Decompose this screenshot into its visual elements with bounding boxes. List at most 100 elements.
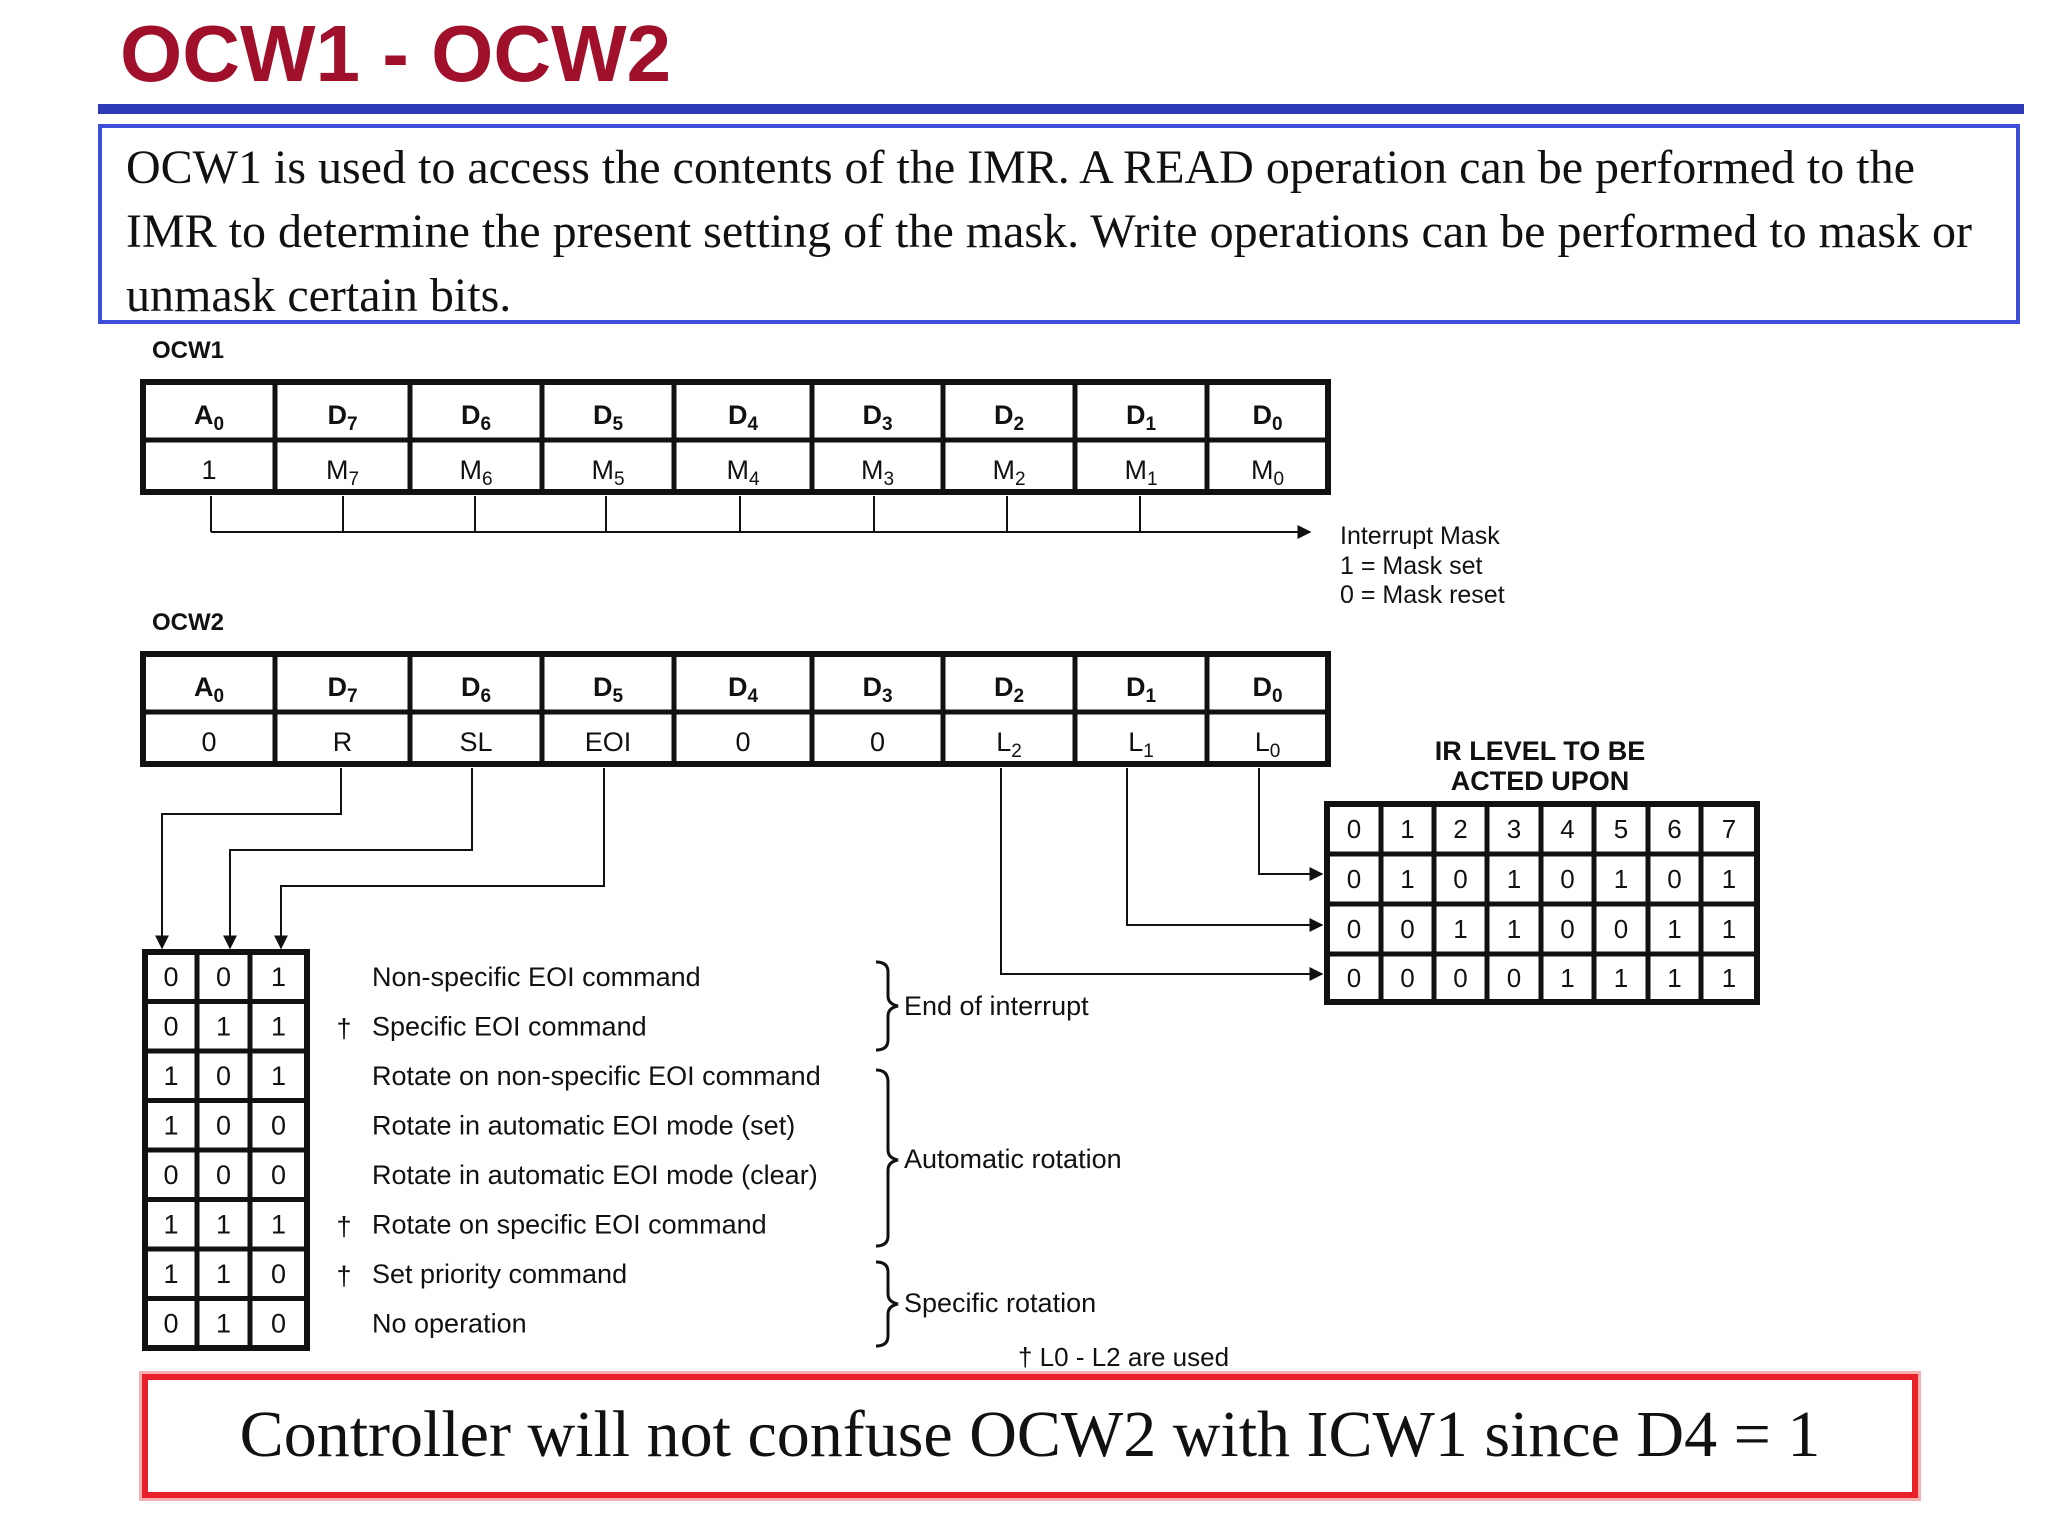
ocw2-value-4: 0 — [735, 727, 750, 757]
command-bit-cell: 0 — [271, 1259, 286, 1289]
command-label: Specific EOI command — [372, 1011, 647, 1041]
command-bit-cell: 0 — [216, 962, 231, 992]
ocw2-value-7: L1 — [1128, 727, 1154, 762]
group-brackets — [875, 960, 899, 1348]
ocw1-header-d5: D5 — [593, 400, 624, 435]
ir-level-cell: 0 — [1347, 864, 1361, 894]
ir-level-cell: 1 — [1453, 914, 1467, 944]
ir-level-cell: 0 — [1560, 914, 1574, 944]
ocw2-header-d4: D4 — [728, 672, 759, 707]
ir-level-cell: 0 — [1667, 864, 1681, 894]
command-bit-cell: 1 — [163, 1061, 178, 1091]
ocw1-header-d1: D1 — [1126, 400, 1157, 435]
ir-level-cell: 1 — [1614, 864, 1628, 894]
command-bit-cell: 0 — [271, 1160, 286, 1190]
command-bit-cell: 0 — [163, 1308, 178, 1338]
ocw1-header-d2: D2 — [994, 400, 1024, 435]
ir-level-cell: 1 — [1507, 864, 1521, 894]
ir-level-cell: 4 — [1560, 814, 1574, 844]
ocw1-label: OCW1 — [152, 337, 224, 364]
ir-level-cell: 1 — [1400, 814, 1414, 844]
ir-level-cell: 1 — [1667, 963, 1681, 993]
command-bit-cell: 1 — [271, 962, 286, 992]
slide-title: OCW1 - OCW2 — [120, 9, 672, 98]
ocw1-value-4: M4 — [726, 455, 760, 490]
command-bit-cell: 1 — [216, 1308, 231, 1338]
command-label: Set priority command — [372, 1259, 627, 1289]
ocw1-header-d7: D7 — [327, 400, 357, 435]
command-bit-cell: 0 — [163, 1160, 178, 1190]
command-label: Rotate in automatic EOI mode (clear) — [372, 1160, 818, 1190]
command-bit-cell: 1 — [216, 1209, 231, 1239]
ir-level-cell: 1 — [1400, 864, 1414, 894]
command-bit-cell: 0 — [163, 1011, 178, 1041]
ocw2-value-8: L0 — [1255, 727, 1281, 762]
command-bit-cell: 0 — [163, 962, 178, 992]
ir-level-cell: 5 — [1614, 814, 1628, 844]
ir-level-cell: 0 — [1400, 963, 1414, 993]
command-label: Rotate in automatic EOI mode (set) — [372, 1110, 795, 1140]
mask-lines — [210, 496, 1312, 539]
group-end-of-interrupt: End of interrupt — [904, 991, 1089, 1021]
ocw1-value-8: M0 — [1251, 455, 1284, 490]
ocw2-header-d5: D5 — [593, 672, 624, 707]
command-label: Rotate on non-specific EOI command — [372, 1061, 821, 1091]
ocw1-value-0: 1 — [201, 455, 216, 485]
mask-legend-reset: 0 = Mask reset — [1340, 581, 1505, 609]
ir-level-cell: 0 — [1347, 814, 1361, 844]
ir-level-cell: 1 — [1614, 963, 1628, 993]
ocw1-value-6: M2 — [992, 455, 1025, 490]
ocw2-value-2: SL — [459, 727, 492, 757]
command-bit-cell: 1 — [163, 1209, 178, 1239]
level-bit-lines — [1000, 768, 1324, 981]
ir-level-cell: 3 — [1507, 814, 1521, 844]
command-bit-lines — [155, 768, 605, 950]
ocw2-header-d2: D2 — [994, 672, 1024, 707]
ocw2-header-d1: D1 — [1126, 672, 1157, 707]
command-bit-cell: 1 — [163, 1110, 178, 1140]
command-bit-cell: 0 — [216, 1110, 231, 1140]
mask-legend-set: 1 = Mask set — [1340, 552, 1482, 580]
ir-level-title-1: IR LEVEL TO BE — [1435, 736, 1646, 766]
group-automatic-rotation: Automatic rotation — [904, 1144, 1122, 1174]
intro-text-box: OCW1 is used to access the contents of t… — [98, 124, 2020, 324]
ocw2-label: OCW2 — [152, 609, 224, 636]
command-bit-cell: 1 — [216, 1011, 231, 1041]
command-label: Rotate on specific EOI command — [372, 1209, 767, 1239]
dagger-mark: † — [336, 1211, 351, 1241]
ocw2-header-d6: D6 — [461, 672, 491, 707]
command-bit-cell: 1 — [271, 1209, 286, 1239]
ir-level-cell: 0 — [1453, 864, 1467, 894]
command-bit-cell: 0 — [271, 1110, 286, 1140]
ocw2-value-3: EOI — [585, 727, 632, 757]
ocw1-value-5: M3 — [861, 455, 894, 490]
ocw1-value-1: M7 — [326, 455, 359, 490]
footnote: † L0 - L2 are used — [1018, 1342, 1229, 1372]
command-label: Non-specific EOI command — [372, 962, 701, 992]
ocw2-value-6: L2 — [996, 727, 1022, 762]
conclusion-box: Controller will not confuse OCW2 with IC… — [142, 1374, 1918, 1498]
ir-level-title-2: ACTED UPON — [1451, 766, 1630, 796]
command-bit-cell: 1 — [163, 1259, 178, 1289]
ir-level-cell: 1 — [1507, 914, 1521, 944]
ir-level-cell: 1 — [1722, 963, 1736, 993]
ir-level-cell: 0 — [1347, 914, 1361, 944]
ocw2-value-1: R — [333, 727, 353, 757]
ocw1-header-d3: D3 — [862, 400, 892, 435]
command-bit-cell: 1 — [271, 1011, 286, 1041]
ocw2-header-d3: D3 — [862, 672, 892, 707]
title-underline — [98, 104, 2024, 114]
ocw2-header-a0: A0 — [194, 672, 224, 707]
mask-legend-title: Interrupt Mask — [1340, 522, 1500, 550]
ir-level-cell: 1 — [1560, 963, 1574, 993]
ocw1-header-d0: D0 — [1252, 400, 1282, 435]
command-bit-cell: 1 — [216, 1259, 231, 1289]
ir-level-cell: 0 — [1507, 963, 1521, 993]
ocw1-header-d4: D4 — [728, 400, 759, 435]
